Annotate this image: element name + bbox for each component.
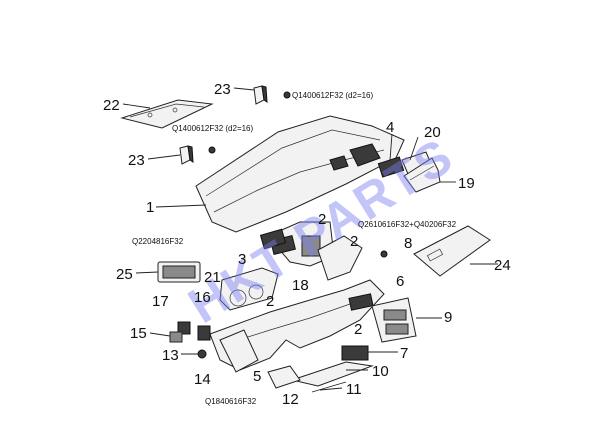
part-2-lower-panel xyxy=(209,235,385,371)
callout-6: 6 xyxy=(396,273,404,290)
callout-11: 11 xyxy=(346,381,362,398)
callout-1: 1 xyxy=(146,199,154,216)
callout-2-center: 2 xyxy=(318,211,326,228)
part-17-switch xyxy=(177,321,191,335)
part-12-storage-cubby xyxy=(267,365,301,389)
part-3-center-vent xyxy=(259,228,287,250)
code-center-right: Q2610616F32+Q40206F32 xyxy=(358,220,457,229)
part-6-lower-vent xyxy=(348,293,374,311)
part-4-vent xyxy=(377,156,405,178)
fastener-top-right xyxy=(283,91,291,99)
callout-4: 4 xyxy=(386,119,394,136)
part-19-side-frame xyxy=(403,157,441,193)
callout-15: 15 xyxy=(130,325,147,342)
callout-20: 20 xyxy=(424,124,441,141)
code-top-left: Q1400612F32 (d2=16) xyxy=(172,124,254,133)
callout-22: 22 xyxy=(103,97,120,114)
callout-2-left: 2 xyxy=(266,293,274,310)
callout-2-right: 2 xyxy=(350,233,358,250)
callout-17: 17 xyxy=(152,293,169,310)
callout-21: 21 xyxy=(204,269,221,286)
callout-8: 8 xyxy=(404,235,412,252)
code-bottom: Q1840616F32 xyxy=(205,397,257,406)
leader-lines xyxy=(122,87,498,391)
part-15-switch xyxy=(169,331,183,343)
code-top-right: Q1400612F32 (d2=16) xyxy=(292,91,374,100)
callout-16: 16 xyxy=(194,289,211,306)
callout-labels: 1 2 2 2 2 3 4 5 6 7 8 9 10 11 12 13 14 1… xyxy=(103,81,511,408)
part-13-knob xyxy=(197,349,207,359)
callout-14: 14 xyxy=(194,371,211,388)
callout-24: 24 xyxy=(494,257,511,274)
part-16-switch xyxy=(197,325,211,341)
part-24-glovebox-lid xyxy=(413,225,491,277)
callout-2-lower: 2 xyxy=(354,321,362,338)
part-11-trim-strip xyxy=(311,381,347,393)
callout-5: 5 xyxy=(253,368,261,385)
callout-3: 3 xyxy=(238,251,246,268)
callout-13: 13 xyxy=(162,347,179,364)
callout-23-top: 23 xyxy=(214,81,231,98)
part-1-instrument-panel xyxy=(195,115,405,233)
code-left: Q2204816F32 xyxy=(132,237,184,246)
callout-19: 19 xyxy=(458,175,475,192)
callout-18: 18 xyxy=(292,277,309,294)
callout-10: 10 xyxy=(372,363,389,380)
callout-9: 9 xyxy=(444,309,452,326)
part-23-upper-bracket xyxy=(253,85,268,105)
callout-25: 25 xyxy=(116,266,133,283)
part-22-top-cover xyxy=(120,99,214,129)
part-codes: Q1400612F32 (d2=16) Q1400612F32 (d2=16) … xyxy=(132,91,457,406)
part-5-knee-panel xyxy=(219,329,259,373)
part-8-clip xyxy=(380,250,388,258)
fastener-top-left xyxy=(208,146,216,154)
part-10-trim xyxy=(290,361,374,387)
part-25-instrument-cluster xyxy=(157,261,201,283)
callout-7: 7 xyxy=(400,345,408,362)
part-9-center-bezel xyxy=(371,297,417,343)
part-21-cluster-hood xyxy=(219,267,279,311)
part-23-lower-bracket xyxy=(179,145,194,165)
callout-12: 12 xyxy=(282,391,299,408)
callout-23-left: 23 xyxy=(128,152,145,169)
part-7-control-module xyxy=(341,345,369,361)
